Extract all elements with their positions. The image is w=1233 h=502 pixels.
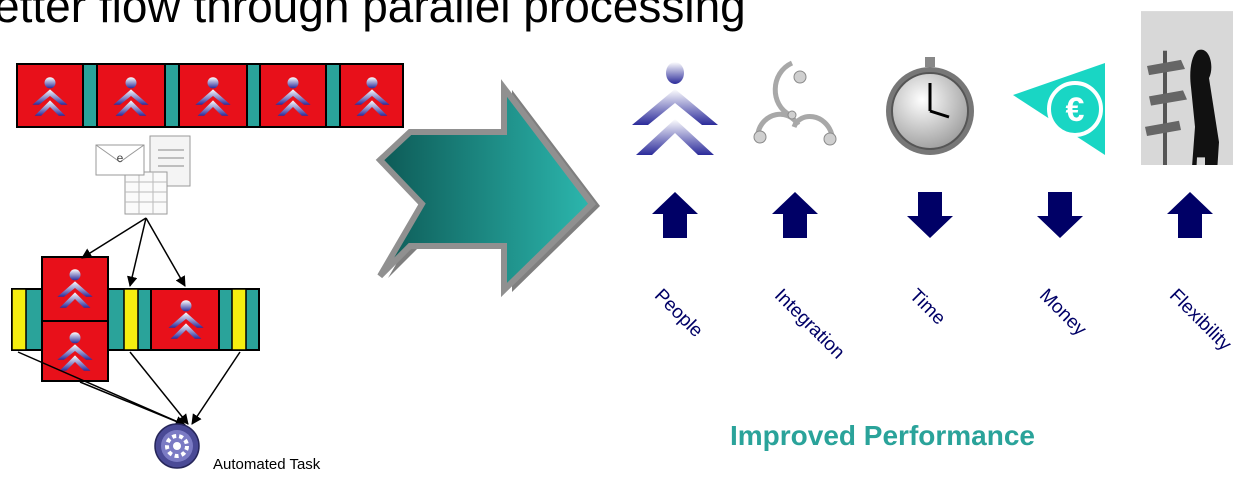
automated-task-label: Automated Task	[213, 456, 321, 473]
category-label: Time	[905, 285, 950, 330]
arrow-down-icon	[907, 192, 953, 238]
euro-icon: €	[1013, 63, 1105, 155]
person-icon	[632, 62, 718, 155]
arrow-up-icon	[652, 192, 698, 238]
category-label: Money	[1035, 285, 1091, 341]
slide-title: etter flow through parallel processing	[0, 0, 746, 32]
category-label: Flexibility	[1165, 285, 1233, 356]
parallel-task-row	[11, 256, 260, 382]
arrow-up-icon	[772, 192, 818, 238]
parallel-process-diagram: e	[11, 63, 404, 469]
category-label: Integration	[770, 285, 849, 364]
improved-performance-heading: Improved Performance	[730, 420, 1035, 451]
stopwatch-icon	[886, 57, 974, 155]
signpost-icon	[1141, 11, 1233, 165]
arrow-down-icon	[1037, 192, 1083, 238]
gear-icon	[154, 423, 200, 469]
arrow-up-icon	[1167, 192, 1213, 238]
sequential-task-row	[16, 63, 404, 128]
documents-icon	[95, 135, 191, 215]
task-box	[41, 256, 109, 322]
flow-arrows	[17, 217, 241, 427]
integration-icon	[753, 60, 837, 146]
transition-arrow	[375, 79, 600, 298]
svg-text:€: €	[1066, 91, 1085, 129]
category-label: People	[650, 285, 707, 342]
email-icon-letter: e	[117, 151, 124, 165]
